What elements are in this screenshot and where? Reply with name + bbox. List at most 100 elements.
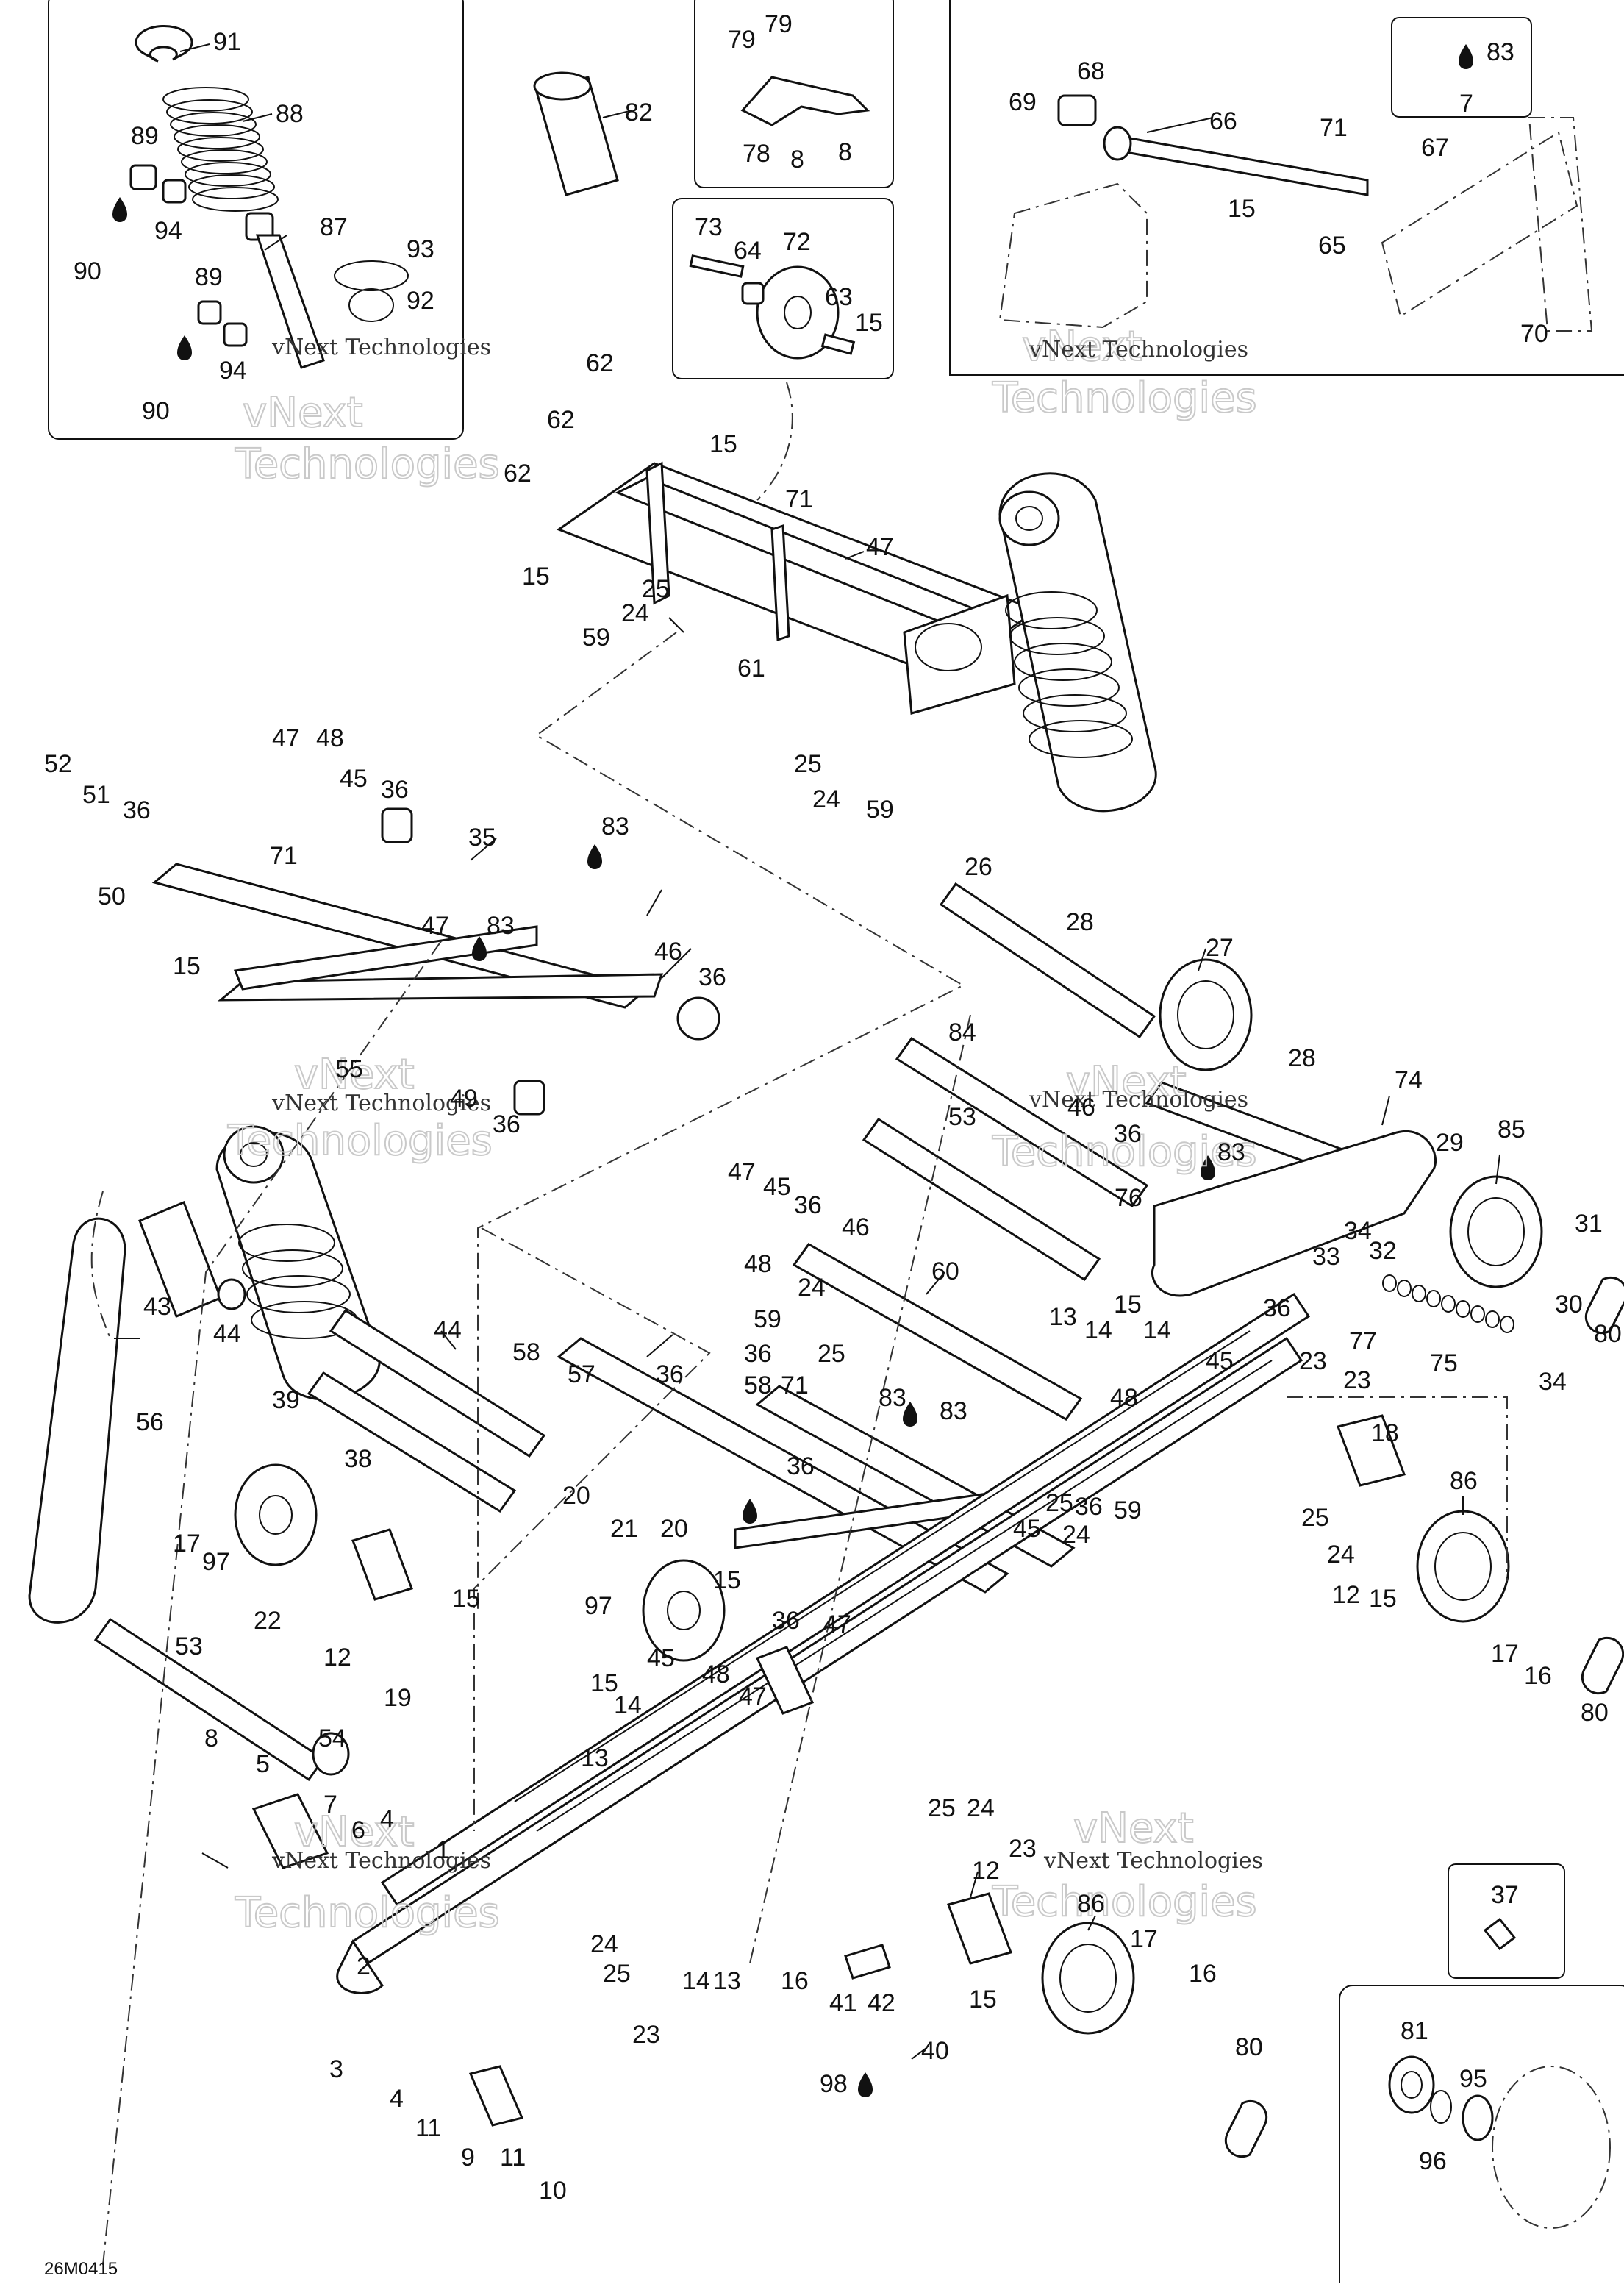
callout-label: 82 — [625, 99, 653, 126]
callout-label: 45 — [340, 765, 368, 793]
callout-label: 36 — [794, 1191, 822, 1219]
callout-label: 73 — [695, 213, 723, 241]
callout-label: 95 — [1459, 2065, 1487, 2093]
callout-label: 97 — [584, 1592, 612, 1620]
callout-label: 90 — [74, 257, 101, 285]
callout-labels: 91 88 89 94 90 87 93 92 89 94 90 82 79 7… — [44, 10, 1622, 2205]
callout-label: 15 — [1114, 1291, 1142, 1319]
callout-label: 67 — [1421, 134, 1449, 162]
callout-label: 31 — [1575, 1210, 1603, 1238]
part-56-link — [28, 1217, 126, 1624]
callout-label: 15 — [1228, 195, 1256, 223]
callout-label: 96 — [1419, 2147, 1447, 2175]
watermark: vNext Technologies vNext Technologies vN… — [226, 322, 1263, 1938]
callout-label: 65 — [1318, 232, 1346, 260]
callout-label: 35 — [468, 824, 496, 852]
callout-label: 46 — [1067, 1093, 1095, 1121]
callout-label: 59 — [582, 624, 610, 652]
callout-label: 83 — [601, 813, 629, 841]
callout-label: 24 — [1062, 1521, 1090, 1549]
callout-label: 36 — [1263, 1294, 1291, 1322]
oil-drop-icon — [112, 44, 1473, 2097]
callout-label: 90 — [142, 397, 170, 425]
callout-label: 56 — [136, 1408, 164, 1436]
callout-label: 47 — [421, 912, 449, 940]
callout-label: 47 — [739, 1683, 767, 1710]
part-75-spacers — [1382, 1274, 1514, 1333]
callout-label: 16 — [781, 1967, 809, 1995]
callout-label: 59 — [1114, 1496, 1142, 1524]
callout-label: 36 — [698, 963, 726, 991]
callout-label: 15 — [522, 563, 550, 591]
callout-label: 45 — [647, 1644, 675, 1672]
callout-label: 69 — [1009, 88, 1037, 116]
callout-label: 25 — [794, 750, 822, 778]
watermark-company-4: vNext Technologies — [1029, 1087, 1248, 1113]
callout-label: 8 — [204, 1724, 218, 1752]
slide-rail — [336, 1292, 1311, 1994]
callout-label: 25 — [818, 1340, 845, 1368]
callout-label: 46 — [654, 938, 682, 966]
callout-label: 83 — [940, 1397, 967, 1425]
callout-label: 92 — [407, 287, 434, 315]
callout-label: 28 — [1288, 1044, 1316, 1072]
inset-shock-drawing — [129, 25, 409, 369]
callout-label: 47 — [866, 533, 894, 561]
callout-label: 71 — [785, 485, 813, 513]
callout-label: 14 — [1143, 1316, 1171, 1344]
callout-label: 12 — [1332, 1581, 1360, 1609]
diagram-code: 26M0415 — [44, 2259, 118, 2279]
part-61-cross-shaft — [556, 461, 1040, 715]
callout-label: 45 — [1013, 1515, 1041, 1543]
callout-label: 22 — [254, 1607, 282, 1635]
callout-label: 89 — [195, 263, 223, 291]
callout-label: 23 — [1009, 1835, 1037, 1863]
callout-label: 9 — [461, 2144, 475, 2172]
callout-label: 80 — [1235, 2033, 1263, 2061]
callout-label: 21 — [610, 1515, 638, 1543]
callout-label: 36 — [787, 1452, 815, 1480]
callout-label: 27 — [1206, 934, 1234, 962]
part-78-bracket — [740, 76, 870, 126]
callout-label: 15 — [452, 1585, 480, 1613]
callout-label: 13 — [581, 1744, 609, 1772]
callout-label: 46 — [842, 1213, 870, 1241]
callout-label: 74 — [1395, 1066, 1423, 1094]
watermark-split-top: vNext — [294, 1051, 415, 1099]
callout-label: 25 — [1045, 1489, 1073, 1517]
callout-label: 24 — [621, 599, 649, 627]
part-57-front-arm — [557, 1337, 1076, 1594]
wheels — [234, 958, 1543, 2035]
callout-label: 63 — [825, 283, 853, 311]
callout-label: 4 — [390, 2085, 404, 2113]
callout-label: 64 — [734, 237, 762, 265]
callout-label: 47 — [823, 1610, 851, 1638]
callout-label: 43 — [143, 1293, 171, 1321]
callout-label: 14 — [1084, 1316, 1112, 1344]
callout-label: 15 — [1369, 1585, 1397, 1613]
shafts-18-39 — [307, 1308, 546, 1513]
callout-label: 15 — [855, 309, 883, 337]
callout-label: 70 — [1520, 320, 1548, 348]
callout-label: 6 — [351, 1816, 365, 1844]
callout-label: 24 — [798, 1274, 826, 1302]
callout-label: 3 — [329, 2055, 343, 2083]
callout-label: 25 — [642, 575, 670, 603]
callout-label: 4 — [380, 1805, 394, 1833]
callout-label: 36 — [772, 1607, 800, 1635]
callout-label: 71 — [1320, 114, 1348, 142]
callout-label: 42 — [868, 1989, 895, 2017]
callout-label: 83 — [879, 1384, 906, 1412]
callout-label: 5 — [256, 1750, 270, 1778]
callout-label: 44 — [434, 1316, 462, 1344]
callout-label: 51 — [82, 781, 110, 809]
callout-label: 1 — [436, 1836, 450, 1864]
callout-label: 61 — [737, 654, 765, 682]
callout-label: 81 — [1401, 2017, 1428, 2045]
callout-label: 77 — [1349, 1327, 1377, 1355]
watermark-company: vNext Technologies — [271, 335, 491, 360]
svg-text:vNext: vNext — [1022, 323, 1142, 371]
callout-label: 47 — [272, 724, 300, 752]
watermark-company-3: vNext Technologies — [271, 1091, 491, 1116]
